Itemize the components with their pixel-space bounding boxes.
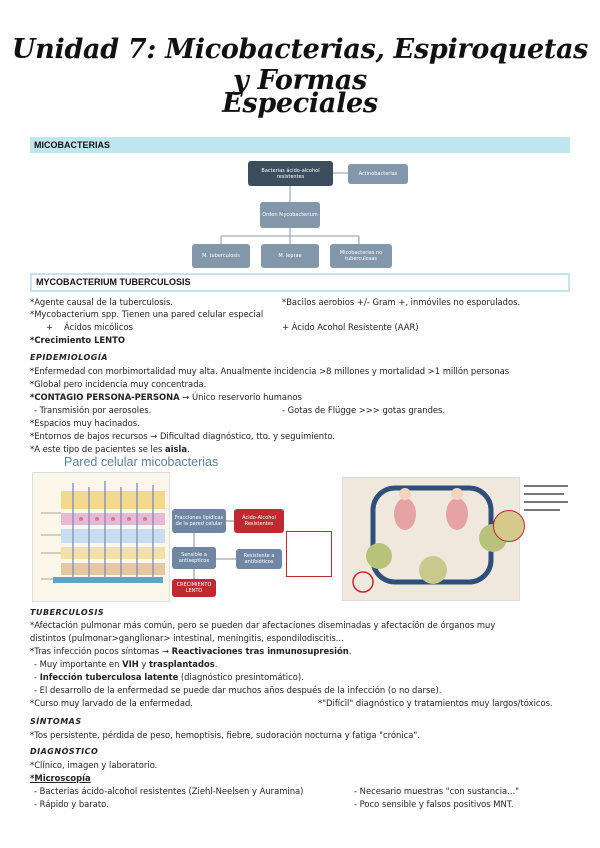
- tb-line-4: - Muy importante en VIH y trasplantados.: [34, 659, 218, 669]
- figure-title: Pared celular micobacterias: [64, 455, 219, 469]
- node-baar: Bacterias ácido-alcohol resistentes: [248, 161, 333, 186]
- fact-aar: + Ácido Acohol Resistente (AAR): [282, 322, 419, 332]
- fact-bacilos: *Bacilos aerobios +/- Gram +, inmóviles …: [282, 297, 521, 307]
- diag-line-4b: - Poco sensible y falsos positivos MNT.: [354, 799, 514, 809]
- pathogenesis-drawing: [352, 485, 507, 593]
- diag-line-3b: - Necesario muestras "con sustancia...": [354, 786, 519, 796]
- heading-tuberculosis: TUBERCULOSIS: [30, 608, 105, 617]
- epi-line-3: *CONTAGIO PERSONA-PERSONA → Único reserv…: [30, 392, 302, 402]
- epi-line-6: *Entornos de bajos recursos → Dificultad…: [30, 431, 336, 441]
- cell-wall-illustration: [32, 472, 170, 602]
- epi-line-1: *Enfermedad con morbimortalidad muy alta…: [30, 366, 510, 376]
- flowchart-connectors: [193, 520, 236, 579]
- flow-box-aar: Ácido-Alcohol Resistentes: [234, 509, 284, 533]
- flow-box-resistente: Resistente a antibióticos: [236, 549, 282, 569]
- cell-wall-drawing: [41, 481, 165, 583]
- flow-box-fracciones: Fracciones lipídicas de la pared celular: [172, 509, 226, 533]
- classification-diagram: Bacterias ácido-alcohol resistentes Acti…: [180, 156, 420, 268]
- pathogenesis-illustration: [342, 477, 520, 601]
- tb-line-5: - Infección tuberculosa latente (diagnós…: [34, 672, 304, 682]
- diag-line-4a: - Rápido y barato.: [34, 799, 109, 809]
- epi-line-2: *Global pero incidencia muy concentrada.: [30, 379, 207, 389]
- diag-line-3a: - Bacterias ácido-alcohol resistentes (Z…: [34, 786, 304, 796]
- node-m-tuberculosis: M. tuberculosis: [192, 244, 250, 268]
- fact-acidos: Ácidos micólicos: [64, 322, 133, 332]
- flow-note-box: [286, 531, 332, 577]
- diag-line-1: *Clínico, imagen y laboratorio.: [30, 760, 158, 770]
- tb-line-3: *Tras infección pocos síntomas → Reactiv…: [30, 646, 352, 656]
- node-orden: Orden Mycobacterium: [260, 202, 320, 228]
- pathogenesis-callout: [520, 480, 572, 520]
- fact-agent: *Agente causal de la tuberculosis.: [30, 297, 173, 307]
- heading-epidemiologia: EPIDEMIOLOGÍA: [30, 353, 108, 362]
- epi-line-5: *Espacios muy hacinados.: [30, 418, 140, 428]
- diag-line-2: *Microscopía: [30, 773, 91, 783]
- section-header-micobacterias: MICOBACTERIAS: [30, 137, 570, 153]
- node-mnt: Micobacterias no tuberculosas: [330, 244, 392, 268]
- fact-plus: +: [46, 322, 54, 332]
- flow-box-sensible: Sensible a antisépticos: [172, 547, 216, 569]
- tb-line-6: - El desarrollo de la enfermedad se pued…: [34, 685, 442, 695]
- sintomas-line-1: *Tos persistente, pérdida de peso, hemop…: [30, 730, 420, 740]
- epi-line-4b: - Gotas de Flügge >>> gotas grandes.: [282, 405, 446, 415]
- epi-line-7: *A este tipo de pacientes se les aisla.: [30, 444, 190, 454]
- page-title-line1: Unidad 7: Micobacterias, Espiroquetas y …: [11, 34, 589, 96]
- section-header-mtb: MYCOBACTERIUM TUBERCULOSIS: [30, 273, 570, 292]
- node-actinobacterias: Actinobacterias: [348, 164, 408, 184]
- callout-lines: [524, 485, 568, 511]
- epi-line-4a: - Transmisión por aerosoles.: [34, 405, 152, 415]
- tb-line-7a: *Curso muy larvado de la enfermedad.: [30, 698, 193, 708]
- node-m-leprae: M. leprae: [261, 244, 319, 268]
- fact-crecimiento: *Crecimiento LENTO: [30, 335, 125, 345]
- tb-line-2: distintos (pulmonar>ganglionar> intestin…: [30, 633, 344, 643]
- heading-sintomas: SÍNTOMAS: [30, 717, 82, 726]
- flow-box-crecimiento: CRECIMIENTO LENTO: [172, 579, 216, 597]
- properties-flowchart: Fracciones lipídicas de la pared celular…: [172, 475, 334, 603]
- heading-diagnostico: DIAGNÓSTICO: [30, 747, 99, 756]
- tb-line-1: *Afectación pulmonar más común, pero se …: [30, 620, 496, 630]
- highlight-circle: [493, 510, 525, 542]
- tb-line-7b: *"Difícil" diagnóstico y tratamientos mu…: [318, 698, 553, 708]
- page-title-line2: Especiales: [222, 88, 378, 119]
- fact-spp: *Mycobacterium spp. Tienen una pared cel…: [30, 309, 264, 319]
